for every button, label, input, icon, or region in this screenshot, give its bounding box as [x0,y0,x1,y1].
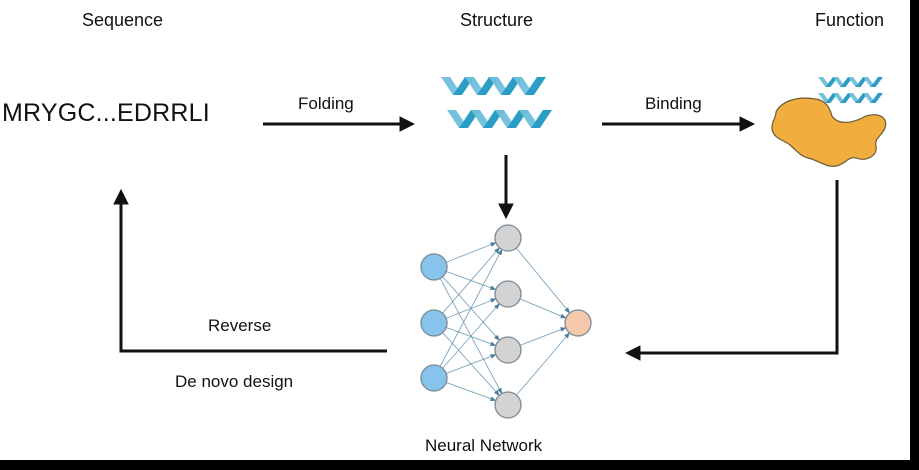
hidden-node [494,224,522,252]
nn-connection [516,332,570,396]
helix-strand-bottom [447,110,552,128]
neural-network [420,224,592,419]
de-novo-design-label: De novo design [175,372,294,391]
protein-helix-icon [441,77,552,128]
nn-connection [442,247,500,314]
nn-connection [519,327,567,346]
function-to-network-arrow [624,180,839,361]
output-node [564,309,592,337]
nn-connection [445,242,497,263]
folding-label: Folding [298,94,354,113]
binding-label: Binding [645,94,702,113]
input-node [420,253,448,281]
helix-strand-top [441,77,546,95]
helix-strand-bottom [818,93,883,103]
reverse-arrow [113,188,387,353]
protein-binding-icon [771,77,887,167]
nn-connection [439,248,503,367]
input-node [420,309,448,337]
hidden-node [494,391,522,419]
hidden-layer [494,224,522,419]
function-title: Function [815,10,885,30]
sequence-text: MRYGC...EDRRLI [2,99,210,127]
input-node [420,364,448,392]
hidden-node [494,336,522,364]
diagram-panel: Sequence Structure Function MRYGC...EDRR… [0,0,910,460]
reverse-label: Reverse [208,316,272,335]
hidden-node [494,280,522,308]
nn-connection [445,354,497,374]
protein-blob [771,97,887,167]
neural-network-label: Neural Network [425,436,543,455]
nn-connections [439,242,571,401]
helix-strand-top [818,77,883,87]
nn-connection [442,303,500,369]
input-layer [420,253,448,392]
nn-connection [446,382,497,401]
diagram-graphics [113,77,887,419]
sequence-title: Sequence [82,10,164,30]
nn-connection [515,247,571,314]
nn-connection [519,298,567,319]
output-layer [564,309,592,337]
structure-title: Structure [460,10,534,30]
